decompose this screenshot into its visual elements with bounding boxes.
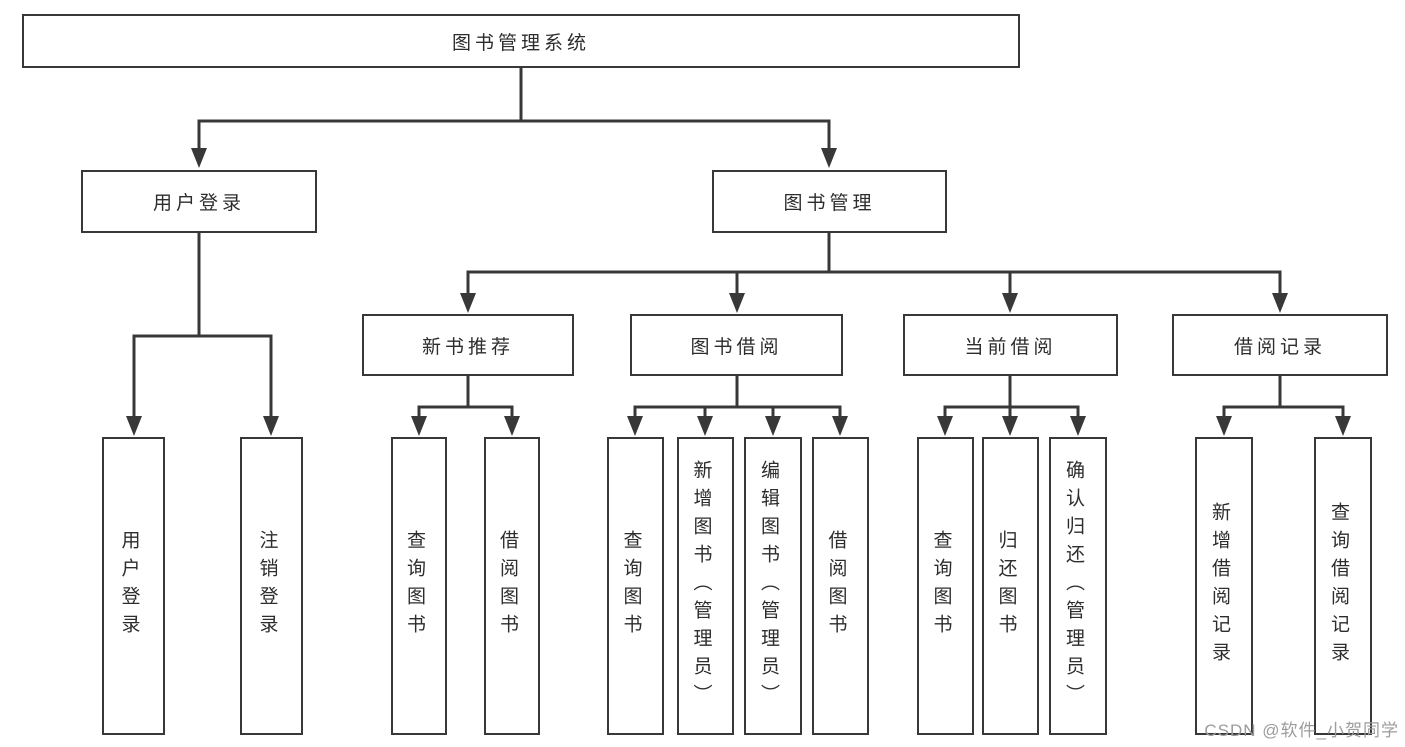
node-label: 借阅图书 [825,530,847,642]
node-bb-edit-books-admin: 编辑图书（管理员） [744,437,802,735]
csdn-watermark: CSDN @软件_小贺同学 [1204,721,1399,740]
node-br-add-record: 新增借阅记录 [1195,437,1253,735]
node-root: 图书管理系统 [22,14,1020,68]
node-bb-borrow-books: 借阅图书 [812,437,869,735]
node-label: 新增借阅记录 [1209,502,1230,670]
node-current-borrow: 当前借阅 [903,314,1118,376]
node-label: 归还图书 [995,530,1017,642]
node-label: 查询图书 [404,530,425,642]
node-label: 图书管理 [783,193,876,214]
node-label: 确认归还（管理员） [1063,460,1084,712]
node-book-management: 图书管理 [712,170,947,233]
node-label: 编辑图书（管理员） [758,460,779,712]
node-label: 查询图书 [620,530,642,642]
node-label: 借阅记录 [1233,336,1326,358]
node-new-book-recommend: 新书推荐 [362,314,574,376]
node-label: 借阅图书 [497,530,518,642]
node-user-login: 用户登录 [81,170,317,233]
node-borrow-records: 借阅记录 [1172,314,1388,376]
node-label: 查询借阅记录 [1328,502,1349,670]
node-label: 用户登录 [118,530,140,642]
node-logout: 注销登录 [240,437,303,735]
node-bb-add-books-admin: 新增图书（管理员） [677,437,734,735]
node-login: 用户登录 [102,437,165,735]
node-nb-query-books: 查询图书 [391,437,447,735]
node-label: 当前借阅 [964,336,1057,358]
node-cb-return-books: 归还图书 [982,437,1039,735]
node-nb-borrow-books: 借阅图书 [484,437,540,735]
node-br-query-record: 查询借阅记录 [1314,437,1372,735]
node-label: 注销登录 [256,530,278,642]
node-cb-confirm-return-admin: 确认归还（管理员） [1049,437,1107,735]
node-cb-query-books: 查询图书 [917,437,974,735]
node-label: 图书借阅 [690,336,783,358]
node-label: 用户登录 [152,193,245,214]
node-bb-query-books: 查询图书 [607,437,664,735]
node-label: 查询图书 [930,530,952,642]
node-label: 新增图书（管理员） [690,460,712,712]
node-label: 新书推荐 [421,336,514,358]
node-label: 图书管理系统 [451,32,590,54]
node-book-borrow: 图书借阅 [630,314,843,376]
